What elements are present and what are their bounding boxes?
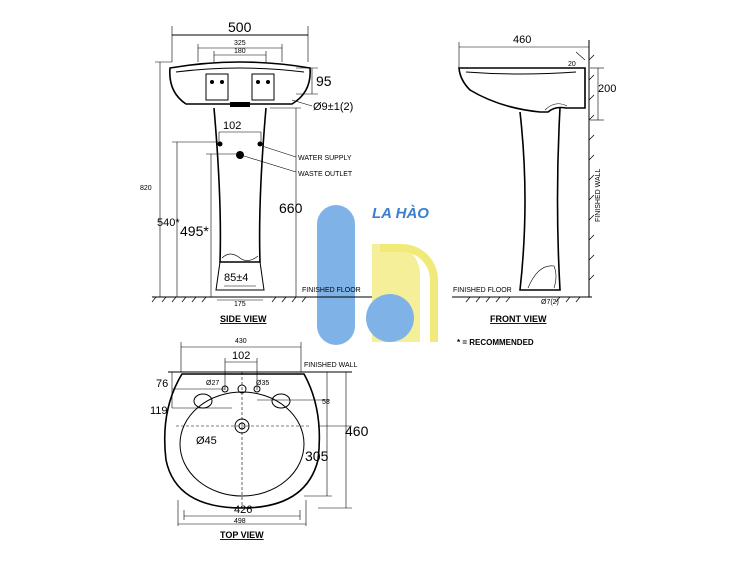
side-width-325: 325 bbox=[234, 40, 246, 47]
side-faucet-left bbox=[205, 73, 229, 101]
top-hole-left-dim: Ø27 bbox=[206, 380, 219, 387]
front-height-200: 200 bbox=[598, 83, 616, 95]
water-supply-right-point bbox=[257, 141, 263, 147]
side-basin-outline bbox=[169, 61, 311, 105]
side-height-495: 495* bbox=[180, 223, 209, 239]
side-base-85: 85±4 bbox=[224, 272, 248, 284]
top-depth-460: 460 bbox=[345, 423, 369, 439]
watermark-blue-bar bbox=[317, 205, 355, 345]
side-base-175: 175 bbox=[234, 301, 246, 308]
recommended-note: * = RECOMMENDED bbox=[457, 338, 534, 347]
side-height-540: 540* bbox=[157, 217, 180, 229]
front-view: 460 20 200 FINISHED WALL bbox=[452, 34, 616, 347]
front-basin-outline bbox=[458, 67, 586, 113]
front-pedestal bbox=[519, 107, 561, 291]
watermark-logo: LA HÀO bbox=[317, 205, 438, 345]
top-view: 430 102 FINISHED WALL Ø27 Ø35 Ø45 76 119 bbox=[150, 338, 369, 540]
front-depth-460: 460 bbox=[513, 34, 531, 46]
front-floor-hatch bbox=[465, 296, 581, 303]
watermark-text: LA HÀO bbox=[372, 205, 429, 222]
top-width-426: 426 bbox=[234, 504, 252, 516]
watermark-blue-circle bbox=[366, 294, 414, 342]
top-spacing-102: 102 bbox=[232, 350, 250, 362]
top-dim-119: 119 bbox=[150, 405, 168, 417]
water-supply-label: WATER SUPPLY bbox=[298, 155, 352, 162]
top-hole-right bbox=[253, 385, 261, 393]
top-hole-right-dim: Ø35 bbox=[256, 380, 269, 387]
top-drain bbox=[234, 418, 250, 434]
side-finished-floor: FINISHED FLOOR bbox=[302, 287, 361, 294]
top-soap-right bbox=[271, 393, 291, 409]
top-drain-dim: Ø45 bbox=[196, 435, 217, 447]
front-wall-hatch bbox=[588, 54, 595, 281]
side-spacing-102: 102 bbox=[223, 120, 241, 132]
side-view: 500 325 180 95 Ø9±1(2) bbox=[140, 19, 372, 324]
front-view-title: FRONT VIEW bbox=[490, 314, 547, 324]
side-height-820: 820 bbox=[140, 185, 152, 192]
front-finished-floor: FINISHED FLOOR bbox=[453, 287, 512, 294]
side-faucet-right bbox=[251, 73, 275, 101]
side-width-180: 180 bbox=[234, 48, 246, 55]
waste-outlet-label: WASTE OUTLET bbox=[298, 171, 353, 178]
top-width-498: 498 bbox=[234, 518, 246, 525]
waste-outlet-point bbox=[236, 151, 244, 159]
top-finished-wall: FINISHED WALL bbox=[304, 362, 358, 369]
top-dim-58: 58 bbox=[322, 399, 330, 406]
top-view-title: TOP VIEW bbox=[220, 530, 264, 540]
top-width-430: 430 bbox=[235, 338, 247, 345]
front-finished-wall: FINISHED WALL bbox=[595, 168, 602, 222]
top-soap-left bbox=[193, 393, 213, 409]
side-hole-dim: Ø9±1(2) bbox=[313, 101, 353, 113]
side-height-95: 95 bbox=[316, 73, 332, 89]
top-depth-305: 305 bbox=[305, 448, 329, 464]
front-small-20: 20 bbox=[568, 61, 576, 68]
top-dim-76: 76 bbox=[156, 378, 168, 390]
front-base-dim: Ø7(2) bbox=[541, 299, 559, 306]
side-floor-hatch bbox=[151, 296, 307, 303]
side-pedestal bbox=[213, 107, 267, 263]
side-height-660: 660 bbox=[279, 200, 303, 216]
side-width-500: 500 bbox=[228, 19, 252, 35]
watermark-yellow-arc-2 bbox=[380, 244, 438, 342]
water-supply-left-point bbox=[217, 141, 223, 147]
side-view-title: SIDE VIEW bbox=[220, 314, 267, 324]
